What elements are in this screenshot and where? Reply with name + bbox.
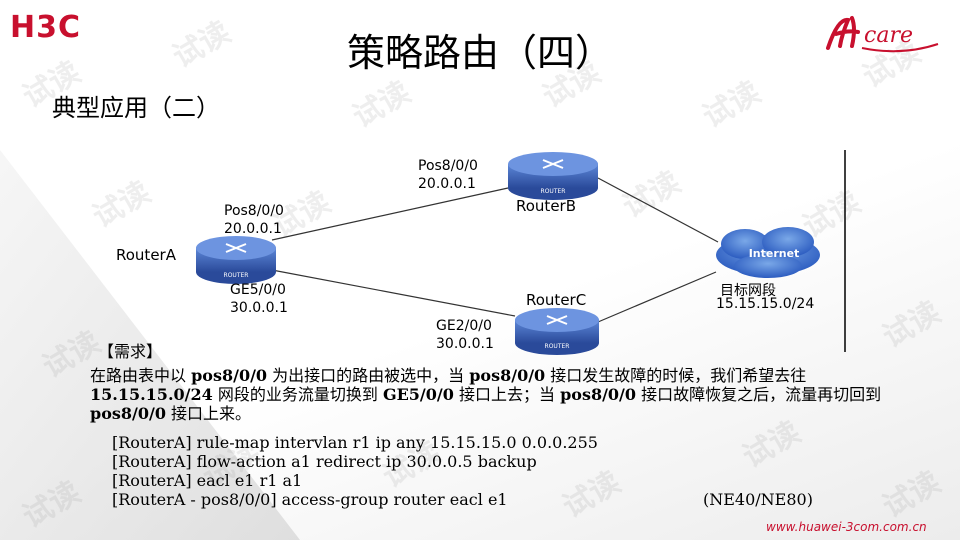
router-c-icon: ROUTER: [515, 308, 599, 355]
target-network-label: 目标网段: [720, 283, 776, 299]
requirement-heading: 【需求】: [98, 342, 163, 361]
slide-title: 策略路由（四）: [346, 31, 613, 75]
router-a-top-interface: Pos8/0/0: [224, 203, 284, 219]
router-b-icon: ROUTER: [508, 152, 598, 200]
internet-cloud-icon: Internet: [716, 227, 820, 278]
router-a-icon: ROUTER: [196, 236, 276, 284]
router-b-name: RouterB: [516, 197, 576, 215]
router-a-bottom-interface: GE5/0/0: [230, 282, 286, 298]
h-care-logo: care: [826, 16, 939, 53]
router-c-icon-text: ROUTER: [545, 343, 570, 350]
target-network-address: 15.15.15.0/24: [716, 296, 815, 312]
router-b-interface: Pos8/0/0: [418, 158, 478, 174]
router-a-name: RouterA: [116, 246, 176, 264]
h3c-logo: H3C: [10, 10, 81, 45]
section-subtitle: 典型应用（二）: [52, 94, 220, 122]
link-a-b: [271, 187, 509, 241]
footer-url: www.huawei-3com.com.cn: [766, 520, 927, 534]
link-a-c: [271, 269, 516, 317]
router-a-top-ip: 20.0.0.1: [224, 221, 282, 237]
router-a-icon-text: ROUTER: [224, 272, 249, 279]
link-b-internet: [597, 177, 719, 243]
router-a-bottom-ip: 30.0.0.1: [230, 300, 288, 316]
link-c-internet: [597, 271, 717, 323]
config-line: [RouterA] flow-action a1 redirect ip 30.…: [112, 452, 537, 471]
requirement-text: 在路由表中以 pos8/0/0 为出接口的路由被选中，当 pos8/0/0 接口…: [90, 366, 882, 423]
router-c-ip: 30.0.0.1: [436, 336, 494, 352]
router-c-name: RouterC: [526, 291, 587, 309]
care-logo-text: care: [864, 23, 913, 48]
router-c-interface: GE2/0/0: [436, 318, 492, 334]
platform-note: (NE40/NE80): [703, 490, 813, 509]
config-commands: [RouterA] rule-map intervlan r1 ip any 1…: [112, 433, 598, 509]
internet-label: Internet: [749, 247, 800, 260]
router-b-ip: 20.0.0.1: [418, 176, 476, 192]
config-line: [RouterA] eacl e1 r1 a1: [112, 471, 303, 490]
config-line: [RouterA - pos8/0/0] access-group router…: [112, 490, 508, 509]
router-b-icon-text: ROUTER: [541, 188, 566, 195]
config-line: [RouterA] rule-map intervlan r1 ip any 1…: [112, 433, 598, 452]
